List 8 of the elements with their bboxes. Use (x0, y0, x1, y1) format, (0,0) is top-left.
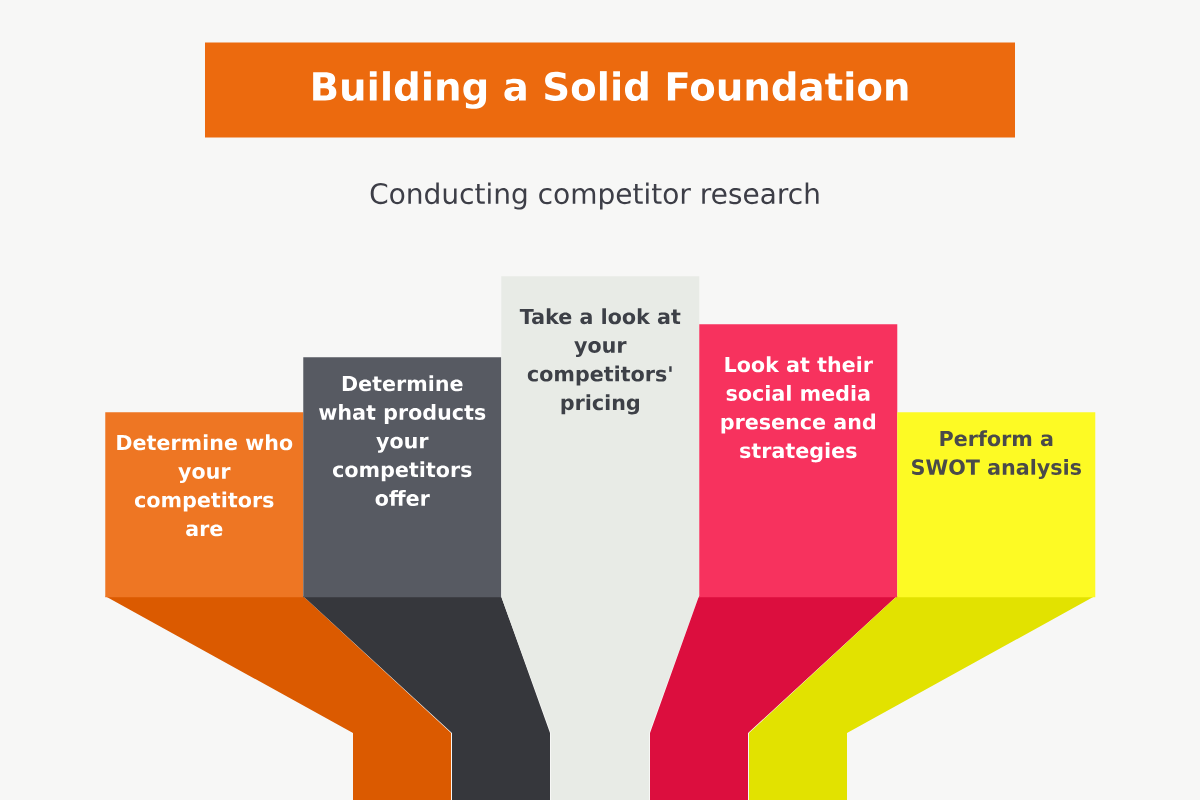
step-box: Look at their social media presence and strategies (699, 324, 898, 598)
step-box: Determine what products your competitors offer (303, 357, 502, 598)
step-box: Perform a SWOT analysis (897, 412, 1096, 598)
subtitle: Conducting competitor research (370, 182, 819, 210)
node-label: Take a look at your competitors' pricing (519, 308, 681, 415)
title-banner: Building a Solid Foundation (205, 42, 1015, 138)
step-box: Determine who your competitors are (105, 412, 304, 598)
step-box: Take a look at your competitors' pricing (501, 276, 700, 598)
